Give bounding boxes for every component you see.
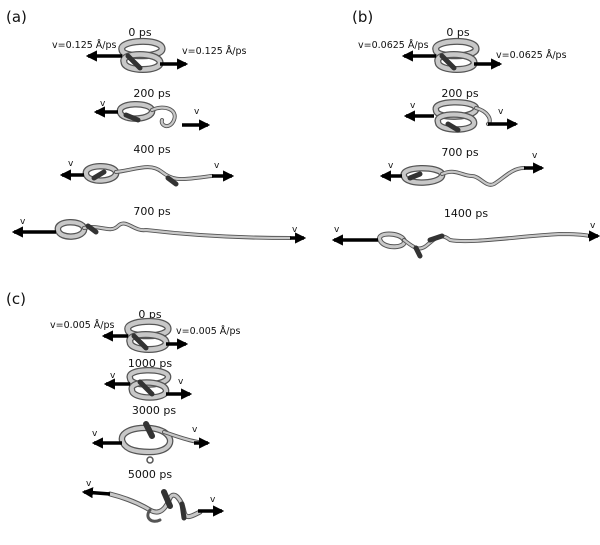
fully-extended-ribbon [377,231,592,259]
partially-unfolded-ribbon [118,421,200,464]
panel-label: (b) [352,8,373,26]
arrow-v-label-right: v [498,107,504,117]
time-label: 5000 ps [128,468,172,481]
arrow-v-label-right: v [178,377,184,387]
frame-c-5000: 5000 ps v v [81,468,225,523]
arrow-v-label-right: v [292,225,298,235]
arrow-v-label-right: v [590,221,596,231]
arrow-v-label-left: v [410,101,416,111]
time-label: 200 ps [441,87,478,100]
frame-c-3000: 3000 ps v v [91,404,211,464]
arrow-v-label-left: v [110,371,116,381]
extended-ribbon [400,165,526,187]
arrow-v-label-right: v [192,425,198,435]
time-label: 400 ps [133,143,170,156]
frame-a-0: 0 ps v=0.125 Å/ps v=0.125 Å/ps [52,26,247,73]
partially-unfolded-ribbon [116,101,177,128]
folded-protein-ribbon [118,38,166,73]
time-label: 0 ps [138,308,161,321]
panel-b: (b) 0 ps v=0.0625 Å/ps v=0.0625 Å/ps 200… [331,8,600,259]
frame-a-700: 700 ps v v [11,205,307,244]
velocity-label-right: v=0.005 Å/ps [176,325,241,337]
time-label: 1000 ps [128,357,172,370]
velocity-label-left: v=0.0625 Å/ps [358,39,429,51]
velocity-label-left: v=0.125 Å/ps [52,39,117,51]
time-label: 0 ps [446,26,469,39]
partially-unfolded-ribbon [432,99,492,133]
folded-protein-ribbon [432,38,480,73]
panel-c: (c) 0 ps v=0.005 Å/ps v=0.005 Å/ps 1000 … [6,290,241,523]
time-label: 700 ps [133,205,170,218]
arrow-v-label-left: v [20,217,26,227]
frame-c-0: 0 ps v=0.005 Å/ps v=0.005 Å/ps [50,308,241,353]
arrow-v-label-left: v [334,225,340,235]
arrow-v-label-right: v [214,161,220,171]
time-label: 0 ps [128,26,151,39]
pull-arrow-left [81,487,111,499]
arrow-v-label-right: v [532,151,538,161]
frame-c-1000: 1000 ps v v [103,357,193,401]
frame-b-200: 200 ps v v [403,87,519,133]
arrow-v-label-right: v [194,107,200,117]
time-label: 700 ps [441,146,478,159]
velocity-label-left: v=0.005 Å/ps [50,319,115,331]
time-label: 3000 ps [132,404,176,417]
frame-b-0: 0 ps v=0.0625 Å/ps v=0.0625 Å/ps [358,26,567,73]
velocity-label-right: v=0.0625 Å/ps [496,49,567,61]
folded-protein-ribbon [124,318,172,353]
arrow-v-label-left: v [388,161,394,171]
time-label: 1400 ps [444,207,488,220]
frame-a-200: 200 ps v v [93,87,211,131]
folded-protein-ribbon [126,367,172,401]
time-label: 200 ps [133,87,170,100]
panel-a: (a) 0 ps v=0.125 Å/ps v=0.125 Å/ps 200 p… [6,8,307,244]
arrow-v-label-left: v [68,159,74,169]
panel-label: (a) [6,8,27,26]
arrow-v-label-left: v [100,99,106,109]
fully-extended-ribbon [54,219,292,240]
arrow-v-label-right: v [210,495,216,505]
arrow-v-label-left: v [86,479,92,489]
frame-b-700: 700 ps v v [379,146,545,187]
frame-a-400: 400 ps v v [59,143,235,187]
frame-b-1400: 1400 ps v v [331,207,600,259]
velocity-label-right: v=0.125 Å/ps [182,45,247,57]
panel-label: (c) [6,290,26,308]
extended-ribbon [82,163,214,187]
extended-ribbon [107,489,203,523]
arrow-v-label-left: v [92,429,98,439]
